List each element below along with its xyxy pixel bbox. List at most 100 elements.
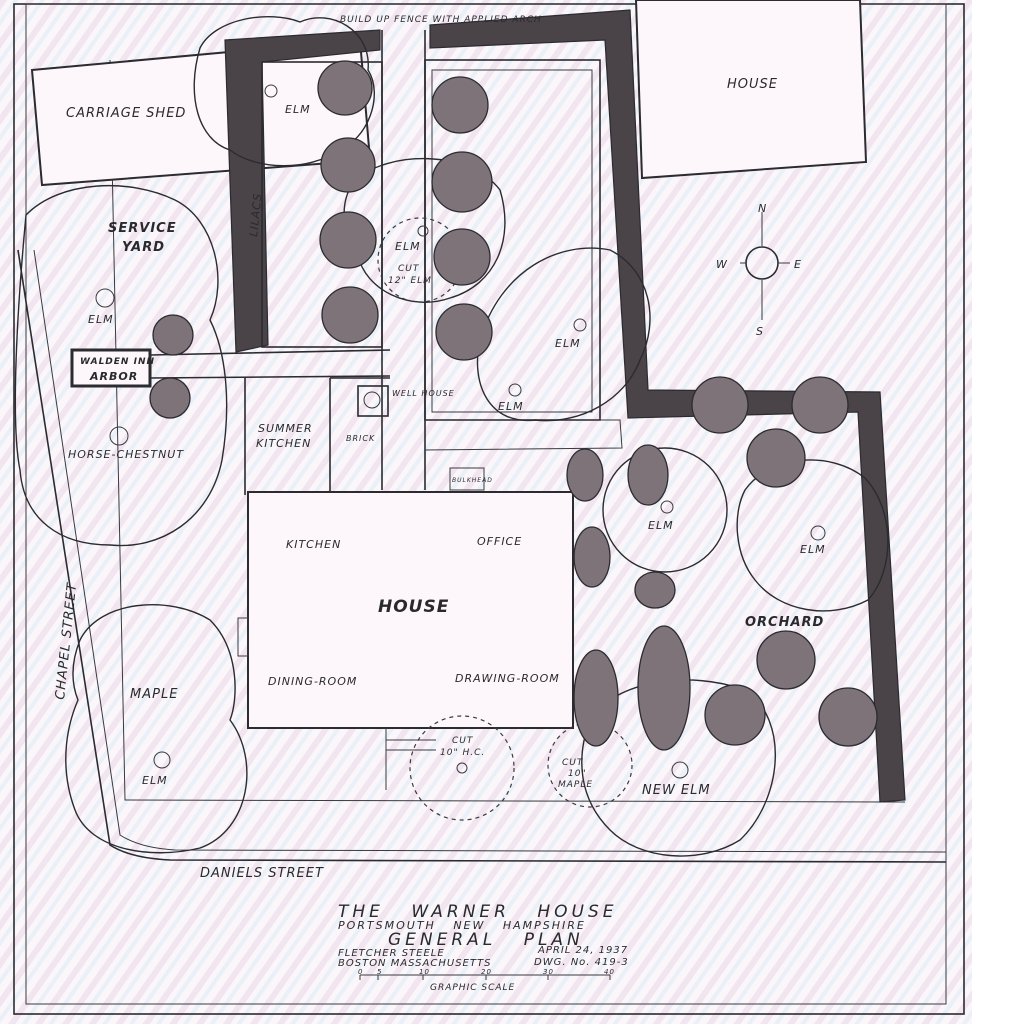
tree <box>317 60 373 116</box>
tree <box>433 228 491 286</box>
scale-tick: 40 <box>604 968 615 976</box>
front-steps <box>385 728 436 790</box>
label-new-elm: NEW ELM <box>642 783 711 798</box>
main-house <box>247 491 574 729</box>
tree <box>691 376 749 434</box>
label-service: SERVICE <box>108 221 177 236</box>
scale-bar <box>359 974 611 980</box>
note-cut-hc-size: 10" H.C. <box>440 748 485 758</box>
designer: FLETCHER STEELE <box>338 948 445 959</box>
property-line <box>109 59 906 803</box>
tree <box>149 377 191 419</box>
scale-tick: 20 <box>481 968 492 976</box>
tree-marker <box>508 383 522 397</box>
tree <box>431 151 493 213</box>
shrub <box>573 649 619 747</box>
orchard-elm-canopy-east <box>736 459 889 612</box>
label-elm: ELM <box>498 400 524 413</box>
well <box>363 391 381 409</box>
drawing-number: DWG. No. 419-3 <box>534 957 629 968</box>
tree <box>152 314 194 356</box>
house-step <box>237 617 249 657</box>
title: THE WARNER HOUSE <box>338 902 618 922</box>
street-curb <box>17 249 947 863</box>
tree-marker <box>671 761 689 779</box>
shrub <box>573 526 611 588</box>
note-cut-maple-size: 10" <box>568 769 587 779</box>
label-kitchen: KITCHEN <box>286 538 341 551</box>
tree-markers <box>95 84 826 779</box>
scale-tick: 10 <box>419 968 430 976</box>
shrub <box>634 571 676 609</box>
label-horse-chestnut: HORSE-CHESTNUT <box>68 448 184 461</box>
summer-kitchen <box>244 377 390 495</box>
note-walden-inn: WALDEN INN <box>80 357 155 367</box>
bulkhead <box>449 467 485 491</box>
east-bed-inner <box>431 69 593 413</box>
tree-marker <box>456 762 468 774</box>
tree-marker <box>153 751 171 769</box>
label-daniels-street: DANIELS STREET <box>200 866 324 881</box>
compass-west: W <box>716 258 728 271</box>
tree <box>431 76 489 134</box>
label-yard: YARD <box>122 240 165 255</box>
label-drawing-room: DRAWING-ROOM <box>455 672 560 685</box>
walden-inn-arbor <box>70 348 152 388</box>
note-well-house: WELL HOUSE <box>392 389 455 398</box>
cross-path <box>149 349 391 379</box>
label-elm: ELM <box>555 337 581 350</box>
label-summer: SUMMER <box>258 422 313 435</box>
street-curb-inner <box>33 249 947 853</box>
tree <box>319 211 377 269</box>
compass-north: N <box>758 202 767 215</box>
label-kitchen-annex: KITCHEN <box>256 437 311 450</box>
compass-needle <box>740 212 790 320</box>
cut-horse-chestnut-outline <box>409 715 515 821</box>
label-neighbor-house: HOUSE <box>727 77 778 92</box>
note-bulkhead: BULKHEAD <box>452 477 493 484</box>
tree-marker <box>810 525 826 541</box>
tree <box>435 303 493 361</box>
tree <box>818 687 878 747</box>
compass-rose: N S E W <box>716 202 801 338</box>
drawing-date: APRIL 24, 1937 <box>537 945 628 956</box>
tree-marker <box>109 426 129 446</box>
cut-maple-outline <box>547 722 633 808</box>
label-elm: ELM <box>142 774 168 787</box>
scale-label: GRAPHIC SCALE <box>430 983 515 993</box>
tree <box>321 286 379 344</box>
tree-marker <box>417 225 429 237</box>
neighbor-house <box>634 0 868 180</box>
title-block: THE WARNER HOUSE PORTSMOUTH NEW HAMPSHIR… <box>338 902 629 993</box>
central-path <box>381 30 426 490</box>
tree <box>320 137 376 193</box>
scale-tick: 0 <box>358 968 363 976</box>
service-yard-tree-canopy <box>14 185 228 547</box>
tree-marker <box>660 500 674 514</box>
well-house <box>357 385 389 417</box>
tree-marker <box>264 84 278 98</box>
inner-border <box>25 3 947 1005</box>
label-orchard: ORCHARD <box>745 615 824 630</box>
label-elm: ELM <box>88 313 114 326</box>
label-elm: ELM <box>648 519 674 532</box>
tree-marker <box>95 288 115 308</box>
note-cut-elm: CUT <box>398 264 420 274</box>
tree-marker <box>573 318 587 332</box>
shrub <box>566 448 604 502</box>
shrub <box>637 625 691 751</box>
note-cut-maple-species: MAPLE <box>558 780 593 790</box>
boundary-hedge <box>429 9 906 803</box>
scale-tick: 5 <box>377 968 382 976</box>
shrub <box>627 444 669 506</box>
label-maple: MAPLE <box>130 687 178 702</box>
note-cut-elm-size: 12" ELM <box>388 276 432 286</box>
dark-trees <box>149 60 878 751</box>
label-lilacs: LILACS <box>247 192 265 237</box>
designer-city: BOSTON MASSACHUSETTS <box>338 958 491 969</box>
note-brick: BRICK <box>346 434 375 443</box>
label-house: HOUSE <box>378 597 449 617</box>
note-fence: BUILD UP FENCE WITH APPLIED ARCH <box>340 15 542 25</box>
